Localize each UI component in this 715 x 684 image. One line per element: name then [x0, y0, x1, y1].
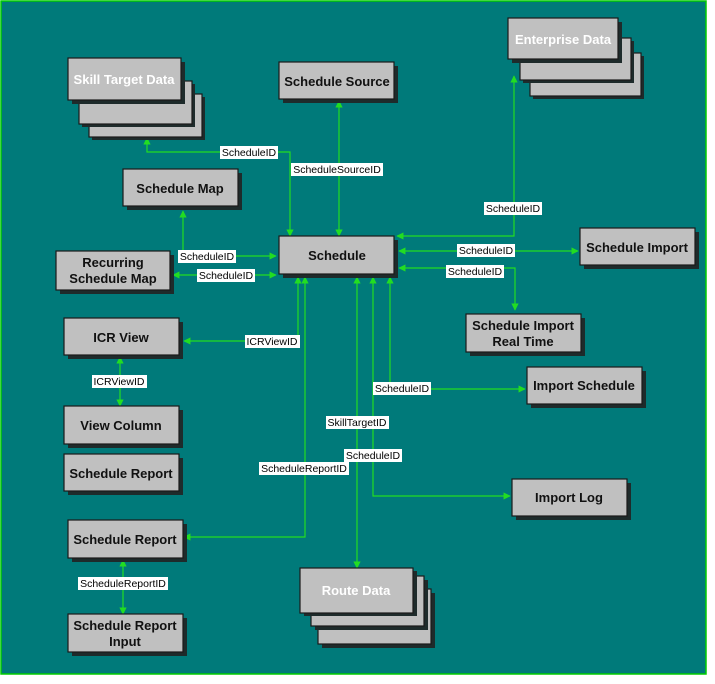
svg-text:ICRViewID: ICRViewID	[94, 376, 145, 388]
node-enterprise-data: Enterprise Data	[507, 17, 644, 99]
node-route-data: Route Data	[299, 567, 435, 648]
node-icr-view: ICR View	[63, 317, 183, 359]
label-schedule-report: ScheduleReportID	[259, 462, 349, 475]
node-schedule-map: Schedule Map	[122, 168, 242, 210]
import-log-label: Import Log	[535, 490, 603, 505]
recurring-schedule-map-line2: Schedule Map	[69, 271, 156, 286]
edge-labels: ScheduleID ScheduleSourceID ScheduleID S…	[78, 146, 542, 590]
label-icrview-schedule: ICRViewID	[245, 335, 300, 348]
label-schedmap-schedule: ScheduleID	[178, 250, 236, 263]
schedule-map-label: Schedule Map	[136, 181, 223, 196]
label-import-schedule: ScheduleID	[373, 382, 431, 395]
node-skill-target-data: Skill Target Data	[67, 57, 205, 140]
svg-text:ScheduleID: ScheduleID	[486, 203, 541, 215]
import-schedule-label: Import Schedule	[533, 378, 635, 393]
label-source-schedule: ScheduleSourceID	[291, 163, 383, 176]
node-schedule: Schedule	[278, 235, 398, 278]
view-column-label: View Column	[80, 418, 161, 433]
schedule-label: Schedule	[308, 248, 366, 263]
schedule-report-label: Schedule Report	[73, 532, 177, 547]
label-report-input: ScheduleReportID	[78, 577, 168, 590]
svg-text:ScheduleID: ScheduleID	[180, 251, 235, 263]
svg-text:ScheduleID: ScheduleID	[448, 266, 503, 278]
label-recurring-schedule: ScheduleID	[197, 269, 255, 282]
edge-schedule-report	[183, 276, 309, 541]
svg-text:SkillTargetID: SkillTargetID	[328, 417, 387, 429]
schedule-import-label: Schedule Import	[586, 240, 689, 255]
node-import-log: Import Log	[511, 478, 631, 520]
svg-text:ScheduleID: ScheduleID	[222, 147, 277, 159]
node-recurring-schedule-map: Recurring Schedule Map	[55, 250, 174, 294]
label-enterprise-schedule: ScheduleID	[484, 202, 542, 215]
skill-target-data-label: Skill Target Data	[74, 72, 176, 87]
label-import-log: ScheduleID	[344, 449, 402, 462]
svg-text:ScheduleID: ScheduleID	[346, 450, 401, 462]
label-schedule-import: ScheduleID	[457, 244, 515, 257]
node-import-schedule: Import Schedule	[526, 366, 646, 408]
enterprise-data-label: Enterprise Data	[515, 32, 612, 47]
svg-text:ScheduleID: ScheduleID	[199, 270, 254, 282]
node-schedule-report: Schedule Report	[67, 519, 187, 562]
schedule-source-label: Schedule Source	[284, 74, 389, 89]
label-schedule-realtime: ScheduleID	[446, 265, 504, 278]
schedule-import-real-time-line2: Real Time	[492, 334, 553, 349]
node-view-column: View Column	[63, 405, 183, 448]
node-schedule-report-input: Schedule Report Input	[67, 613, 187, 656]
schedule-report-input-line1: Schedule Report	[73, 618, 177, 633]
schedule-report-input-line2: Input	[109, 634, 141, 649]
svg-text:ScheduleReportID: ScheduleReportID	[80, 578, 166, 590]
svg-text:ScheduleID: ScheduleID	[459, 245, 514, 257]
node-schedule-import-real-time: Schedule Import Real Time	[465, 313, 585, 356]
label-route-skilltarget: SkillTargetID	[326, 416, 389, 429]
edge-skill-target-schedule	[143, 137, 294, 237]
route-data-label: Route Data	[322, 583, 391, 598]
edge-import-log	[369, 276, 511, 500]
label-skill-target-schedule: ScheduleID	[220, 146, 278, 159]
svg-text:ScheduleSourceID: ScheduleSourceID	[293, 164, 381, 176]
svg-text:ScheduleReportID: ScheduleReportID	[261, 463, 347, 475]
node-schedule-import: Schedule Import	[579, 227, 699, 269]
svg-text:ScheduleID: ScheduleID	[375, 383, 430, 395]
schedule-import-real-time-line1: Schedule Import	[472, 318, 575, 333]
recurring-schedule-map-line1: Recurring	[82, 255, 143, 270]
icr-view-label: ICR View	[93, 330, 149, 345]
svg-text:ICRViewID: ICRViewID	[247, 336, 298, 348]
edge-enterprise-schedule	[396, 75, 518, 240]
schedule-report-standalone-label: Schedule Report	[69, 466, 173, 481]
node-schedule-source: Schedule Source	[278, 61, 398, 103]
node-schedule-report-standalone: Schedule Report	[63, 453, 183, 495]
label-icrview-viewcolumn: ICRViewID	[92, 375, 147, 388]
